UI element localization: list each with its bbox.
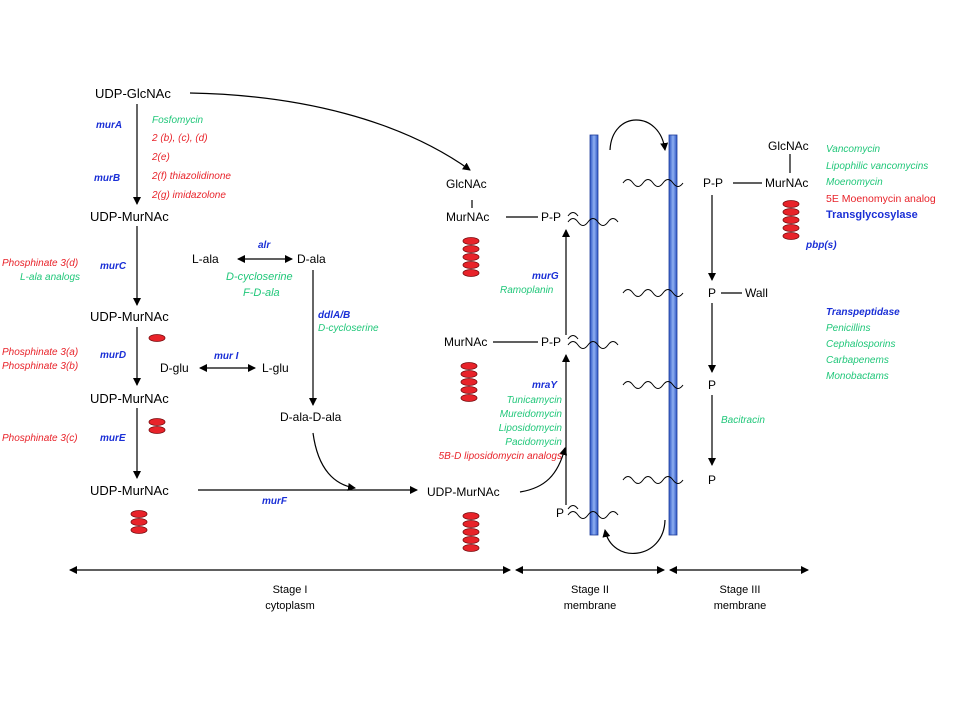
stage1-name: Stage I xyxy=(272,584,308,596)
murE-label: murE xyxy=(100,433,126,444)
carbapenems-label: Carbapenems xyxy=(826,355,889,366)
udp-murnac-stage2-label: UDP-MurNAc xyxy=(427,485,500,499)
l-ala-label: L-ala xyxy=(192,252,219,266)
liposidomycin-label: Liposidomycin xyxy=(498,423,562,434)
udp-murnac-1-label: UDP-MurNAc xyxy=(90,209,169,224)
murA-label: murA xyxy=(96,120,123,131)
wall-label: Wall xyxy=(745,286,768,300)
d-cycloserine-label: D-cycloserine xyxy=(226,271,293,283)
moenomycin-label: Moenomycin xyxy=(826,177,883,188)
stage2-location: membrane xyxy=(563,600,617,612)
lipophilic-vancomycins-label: Lipophilic vancomycins xyxy=(826,161,929,172)
stage3-location: membrane xyxy=(713,600,767,612)
phosphinate-3c-label: Phosphinate 3(c) xyxy=(2,433,78,444)
phosphinate-3b-label: Phosphinate 3(b) xyxy=(2,361,79,372)
d-glu-label: D-glu xyxy=(160,361,189,375)
udp-murnac-2-label: UDP-MurNAc xyxy=(90,309,169,324)
pp-stage2-top-label: P-P xyxy=(541,210,562,224)
udp-murnac-3-label: UDP-MurNAc xyxy=(90,391,169,406)
alr-label: alr xyxy=(258,240,271,251)
p-stage3-mid-label: P xyxy=(708,378,717,392)
murnac-stage3-label: MurNAc xyxy=(765,176,809,190)
vancomycin-label: Vancomycin xyxy=(826,144,881,155)
ramoplanin-label: Ramoplanin xyxy=(500,285,554,296)
penicillins-label: Penicillins xyxy=(826,323,871,334)
phosphinate-3d-label: Phosphinate 3(d) xyxy=(2,258,79,269)
phosphinate-3a-label: Phosphinate 3(a) xyxy=(2,347,79,358)
l-ala-analogs-label: L-ala analogs xyxy=(20,272,81,283)
p-wall-label: P xyxy=(708,286,717,300)
pp-stage3-label: P-P xyxy=(703,176,724,190)
udp-glcnac-label: UDP-GlcNAc xyxy=(95,86,171,101)
f-d-ala-label: F-D-ala xyxy=(243,287,280,299)
pbp-label: pbp(s) xyxy=(806,240,837,251)
fosfomycin-label: Fosfomycin xyxy=(152,115,204,126)
murC-label: murC xyxy=(100,261,127,272)
murI-label: mur I xyxy=(214,351,239,362)
ddlAB-label: ddlA/B xyxy=(318,310,351,321)
inhibitor-2bcd-label: 2 (b), (c), (d) xyxy=(152,133,208,144)
transglycosylase-label: Transglycosylase xyxy=(826,209,918,221)
inhibitor-2e-label: 2(e) xyxy=(152,152,170,163)
glcnac-stage2-label: GlcNAc xyxy=(446,177,487,191)
tunicamycin-label: Tunicamycin xyxy=(506,395,562,406)
stage2-name: Stage II xyxy=(571,584,609,596)
stage3-name: Stage III xyxy=(719,584,761,596)
murG-label: murG xyxy=(532,271,559,282)
murnac-stage2-mid-label: MurNAc xyxy=(444,335,488,349)
d-cycloserine-2-label: D-cycloserine xyxy=(318,323,379,334)
murnac-stage2-top-label: MurNAc xyxy=(446,210,490,224)
murF-label: murF xyxy=(262,496,287,507)
murD-label: murD xyxy=(100,350,127,361)
p-stage2-label: P xyxy=(556,506,565,520)
inhibitor-2f-label: 2(f) thiazolidinone xyxy=(152,171,231,182)
murB-label: murB xyxy=(94,173,121,184)
membrane-bar-inner xyxy=(589,134,599,536)
d-ala-d-ala-label: D-ala-D-ala xyxy=(280,410,342,424)
membrane-bar-outer xyxy=(668,134,678,536)
l-glu-label: L-glu xyxy=(262,361,289,375)
cephalosporins-label: Cephalosporins xyxy=(826,339,896,350)
bacitracin-label: Bacitracin xyxy=(721,415,765,426)
d-ala-label: D-ala xyxy=(297,252,326,266)
moenomycin-analog-label: 5E Moenomycin analog xyxy=(826,193,936,205)
lipid-tails xyxy=(567,179,684,519)
udp-murnac-4-label: UDP-MurNAc xyxy=(90,483,169,498)
stage1-location: cytoplasm xyxy=(265,600,315,612)
mraY-label: mraY xyxy=(532,380,558,391)
mureidomycin-label: Mureidomycin xyxy=(499,409,562,420)
stage1-main-arrows xyxy=(133,92,791,554)
inhibitor-2g-label: 2(g) imidazolone xyxy=(152,190,226,201)
glcnac-stage3-label: GlcNAc xyxy=(768,139,809,153)
liposidomycin-analogs-label: 5B-D liposidomycin analogs xyxy=(438,451,562,462)
p-stage3-low-label: P xyxy=(708,473,717,487)
pacidomycin-label: Pacidomycin xyxy=(505,437,562,448)
pp-stage2-mid-label: P-P xyxy=(541,335,562,349)
monobactams-label: Monobactams xyxy=(826,371,889,382)
peptide-chains xyxy=(130,200,800,552)
transpeptidase-label: Transpeptidase xyxy=(826,307,900,318)
